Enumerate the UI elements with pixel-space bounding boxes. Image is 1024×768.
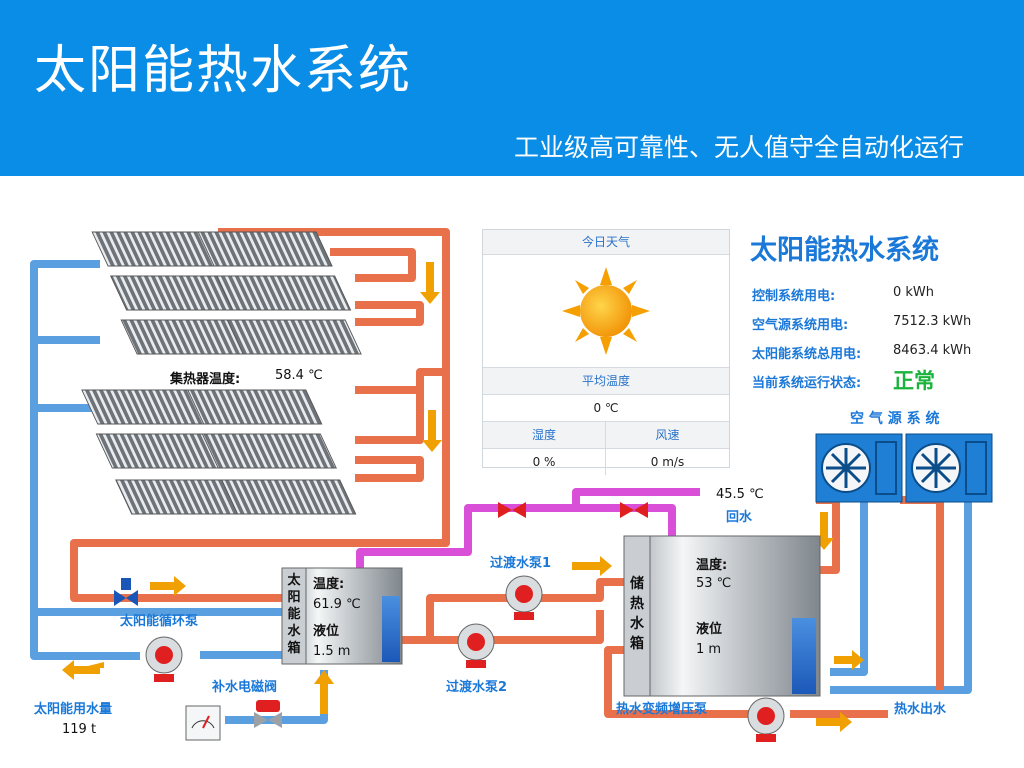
wind-label: 风速 xyxy=(655,428,680,442)
transfer-pump-1-icon[interactable] xyxy=(505,575,543,620)
weather-metric-labels: 湿度 风速 xyxy=(483,422,729,449)
collector-temp-value: 58.4 ℃ xyxy=(275,368,323,383)
water-usage-value: 119 t xyxy=(62,722,97,737)
storage-tank-level-label: 液位 xyxy=(696,622,723,637)
solar-tank-level-value: 1.5 m xyxy=(313,644,351,659)
avg-temp-value: 0 ℃ xyxy=(483,395,729,422)
humidity-label: 湿度 xyxy=(483,422,606,448)
storage-tank-temp-label: 温度: xyxy=(696,558,728,573)
makeup-valve-label: 补水电磁阀 xyxy=(212,680,278,695)
page-subtitle: 工业级高可靠性、无人值守全自动化运行 xyxy=(513,133,964,162)
solar-power-value: 8463.4 kWh xyxy=(893,343,972,358)
return-water-pipe xyxy=(356,488,700,570)
booster-pump-icon[interactable] xyxy=(747,697,785,742)
header-banner: 太阳能热水系统 工业级高可靠性、无人值守全自动化运行 xyxy=(0,0,1024,176)
humidity-value: 0 % xyxy=(483,449,606,475)
system-info-title: 太阳能热水系统 xyxy=(750,235,939,266)
storage-tank-level-value: 1 m xyxy=(696,642,722,657)
solar-power-label: 太阳能系统总用电: xyxy=(752,347,862,362)
control-power-value: 0 kWh xyxy=(893,285,935,300)
air-source-power-value: 7512.3 kWh xyxy=(893,314,972,329)
return-valve-1-icon[interactable] xyxy=(498,502,526,518)
solar-tank-level-label: 液位 xyxy=(313,624,340,639)
transfer-pump-1-label: 过渡水泵1 xyxy=(490,556,552,571)
storage-water-tank xyxy=(623,535,821,697)
water-usage-label: 太阳能用水量 xyxy=(34,702,113,717)
inlet-valve-icon[interactable] xyxy=(114,578,138,606)
sun-icon xyxy=(562,267,650,355)
air-source-unit-1 xyxy=(815,433,903,503)
storage-tank-name: 储热水箱 xyxy=(630,576,644,652)
collector-temp-label: 集热器温度: xyxy=(170,372,241,387)
circulation-pump-icon[interactable] xyxy=(145,636,183,682)
storage-tank-temp-value: 53 ℃ xyxy=(696,576,732,591)
hot-water-outlet-label: 热水出水 xyxy=(894,702,947,717)
system-status-label: 当前系统运行状态: xyxy=(752,376,862,391)
water-meter-icon xyxy=(185,705,221,741)
return-water-label: 回水 xyxy=(726,510,753,525)
wind-value: 0 m/s xyxy=(650,455,685,469)
circulation-pump-label: 太阳能循环泵 xyxy=(120,614,199,629)
return-water-temp: 45.5 ℃ xyxy=(716,487,764,502)
weather-icon-area xyxy=(483,255,729,368)
air-source-unit-2 xyxy=(905,433,993,503)
solar-collector-array xyxy=(81,231,362,515)
transfer-pump-2-label: 过渡水泵2 xyxy=(446,680,508,695)
solar-water-tank xyxy=(281,567,403,665)
air-source-power-label: 空气源系统用电: xyxy=(752,318,849,333)
weather-metric-values: 0 % 0 m/s xyxy=(483,449,729,475)
transfer-pump-2-icon[interactable] xyxy=(457,623,495,668)
solar-tank-name: 太阳能水箱 xyxy=(287,573,301,656)
booster-pump-label: 热水变频增压泵 xyxy=(616,702,708,717)
solar-tank-temp-value: 61.9 ℃ xyxy=(313,597,361,612)
system-status-badge: 正常 xyxy=(893,369,935,393)
avg-temp-label: 平均温度 xyxy=(483,368,729,395)
air-source-label: 空 气 源 系 统 xyxy=(850,411,940,427)
page-title: 太阳能热水系统 xyxy=(34,41,413,101)
weather-panel: 今日天气 平均温度 0 ℃ 湿度 风速 0 % 0 m/s xyxy=(482,229,730,475)
control-power-label: 控制系统用电: xyxy=(752,289,836,304)
return-valve-2-icon[interactable] xyxy=(620,502,648,518)
solar-tank-temp-label: 温度: xyxy=(313,577,345,592)
weather-header: 今日天气 xyxy=(483,230,729,255)
makeup-solenoid-valve-icon[interactable] xyxy=(254,700,282,728)
